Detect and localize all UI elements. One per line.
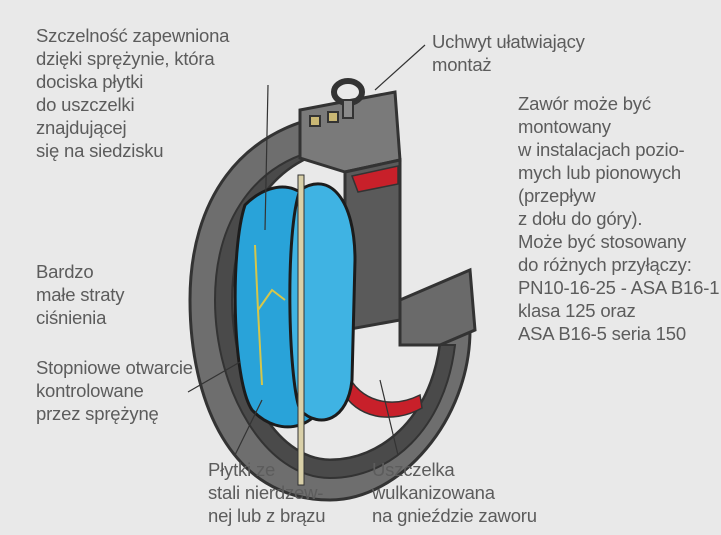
label-seal-spring: Szczelność zapewniona dzięki sprężynie, … [36,24,229,162]
label-plates: Płytki ze stali nierdzew- nej lub z brąz… [208,458,325,527]
label-gasket: Uszczelka wulkanizowana na gnieździe zaw… [372,458,537,527]
label-handle: Uchwyt ułatwiający montaż [432,30,585,76]
label-mounting: Zawór może być montowany w instalacjach … [518,92,719,345]
label-pressure-loss: Bardzo małe straty ciśnienia [36,260,124,329]
label-gradual-opening: Stopniowe otwarcie kontrolowane przez sp… [36,356,193,425]
